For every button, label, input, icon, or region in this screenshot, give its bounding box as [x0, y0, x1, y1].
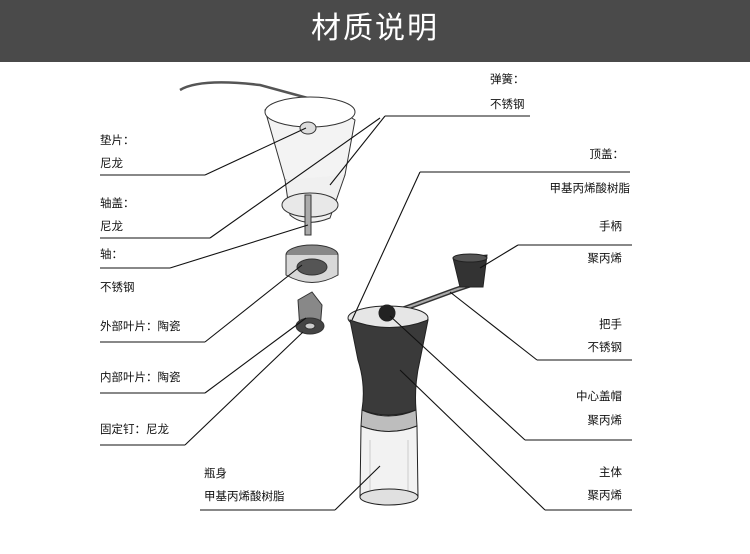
top-cap-leader [352, 172, 420, 320]
center-cap-material: 聚丙烯 [588, 413, 623, 427]
shaft-cap-material: 尼龙 [100, 219, 123, 233]
outer-burr-leader [205, 265, 302, 342]
shaft-cap-label: 轴盖： [100, 196, 135, 210]
body-material: 聚丙烯 [588, 488, 623, 502]
bottle-label: 瓶身 [204, 466, 227, 480]
outer-burr-illustration [286, 245, 338, 283]
washer-material: 尼龙 [100, 156, 123, 170]
nail-leader [185, 332, 303, 445]
top-cap-material: 甲基丙烯酸树脂 [550, 181, 631, 195]
body-leader [400, 370, 545, 510]
spring-label: 弹簧： [490, 72, 525, 86]
top-cap-label: 顶盖： [590, 147, 625, 161]
outer-burr-label: 外部叶片：陶瓷 [100, 319, 181, 333]
assembled-grinder-illustration [348, 254, 487, 505]
center-cap-label: 中心盖帽 [576, 389, 622, 403]
arm-material: 不锈钢 [588, 340, 623, 354]
fixing-nail-label: 固定钉：尼龙 [100, 422, 169, 436]
washer-label: 垫片： [100, 133, 135, 147]
inner-burr-leader [205, 318, 306, 393]
body-label: 主体 [599, 465, 622, 479]
inner-burr-label: 内部叶片：陶瓷 [100, 370, 181, 384]
spring-material: 不锈钢 [490, 97, 525, 111]
arm-label: 把手 [599, 317, 622, 331]
bottle-material: 甲基丙烯酸树脂 [204, 489, 285, 503]
shaft-label: 轴： [100, 247, 123, 261]
handle-material: 聚丙烯 [588, 251, 623, 265]
arm-leader [450, 292, 537, 360]
shaft-material: 不锈钢 [100, 280, 135, 294]
top-cap-illustration [180, 82, 355, 235]
inner-burr-illustration [296, 292, 324, 334]
handle-label: 手柄 [599, 219, 622, 233]
